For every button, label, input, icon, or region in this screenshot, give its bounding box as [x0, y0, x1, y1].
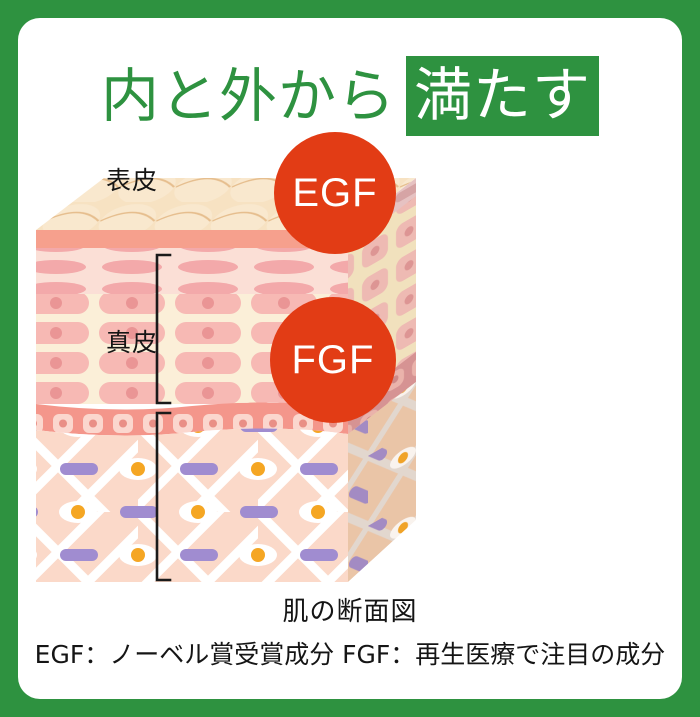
caption-diagram-title: 肌の断面図 — [282, 597, 418, 627]
layer-label-epidermis: 表皮 — [106, 166, 159, 195]
factor-bubble-egf: EGF — [274, 132, 396, 254]
layer-brackets — [155, 253, 172, 582]
headline: 内と外から満たす — [18, 56, 682, 136]
caption-factor-note: EGF：ノーベル賞受賞成分 FGF：再生医療で注目の成分 — [34, 640, 666, 669]
headline-plain-text: 内と外から — [100, 62, 396, 130]
content-card: 内と外から満たす — [18, 18, 682, 699]
layer-label-dermis: 真皮 — [106, 328, 159, 357]
bracket-epidermis — [155, 253, 172, 405]
bracket-dermis — [155, 411, 172, 582]
factor-bubble-fgf: FGF — [270, 297, 396, 423]
headline-highlight-text: 満たす — [406, 56, 600, 136]
